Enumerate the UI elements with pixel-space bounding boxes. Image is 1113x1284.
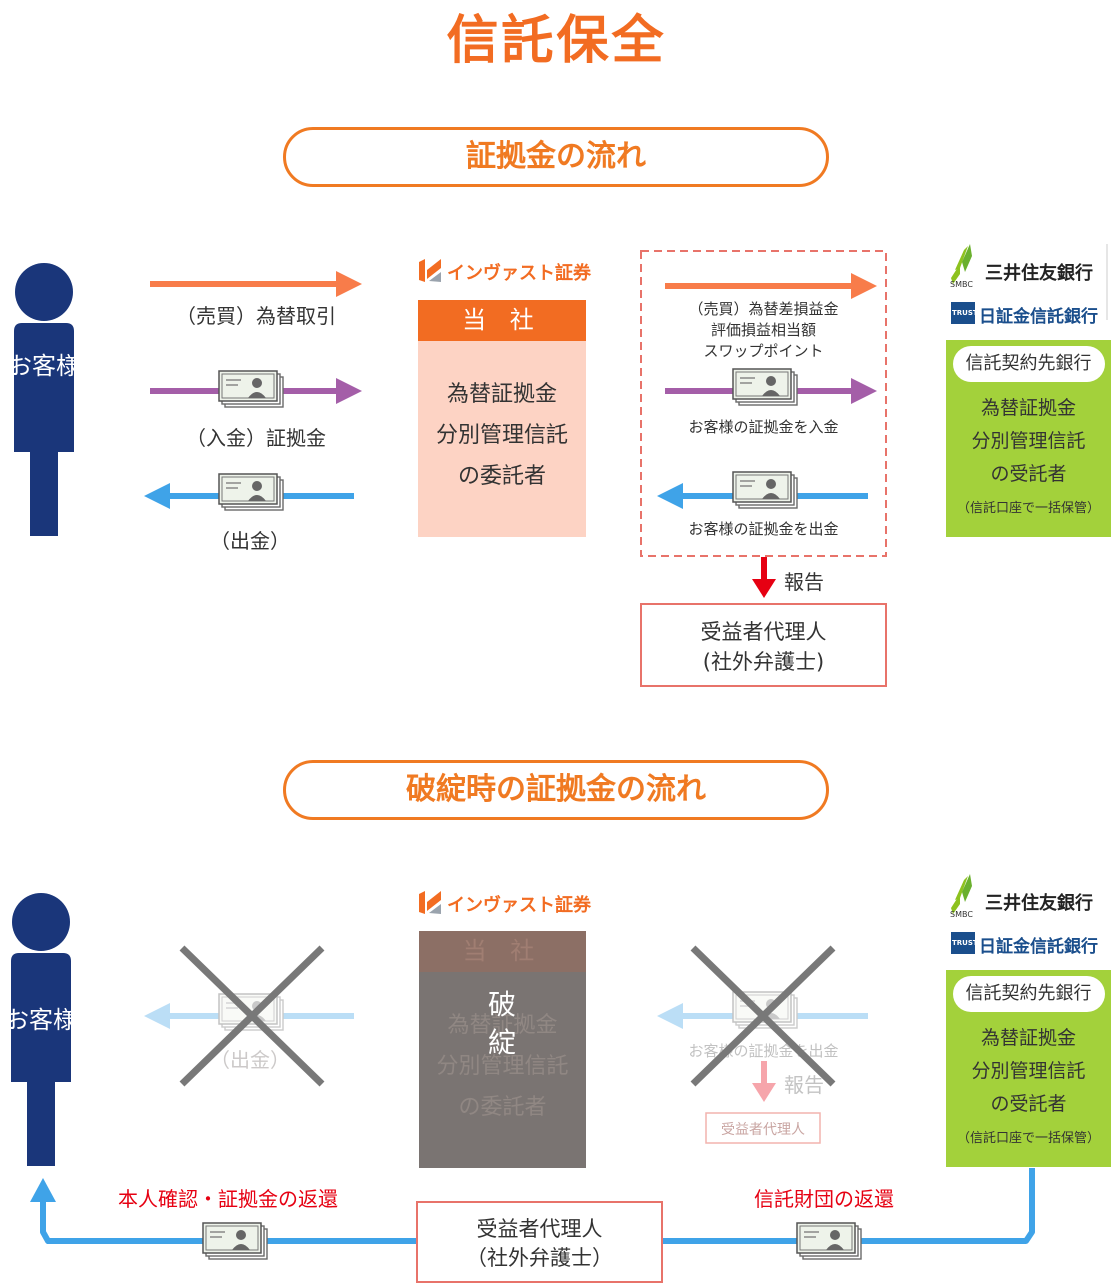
deposit-label: （入金）証拠金 [186,426,326,450]
invast-brand: インヴァスト証券 [447,263,591,284]
report-label-faded: 報告 [784,1073,824,1097]
smbc-logo-icon [951,244,972,284]
deposit-trust-label: お客様の証拠金を入金 [688,418,839,436]
withdraw-label-cancelled: （出金） [210,1048,290,1072]
beneficiary-box-faded [705,1112,821,1144]
bank-line: 分別管理信託 [971,1060,1086,1082]
beneficiary-line: 受益者代理人 [476,1217,603,1241]
bank-line: の受託者 [990,463,1067,485]
withdraw-trust-arrow-cancelled [657,991,868,1029]
smbc-tag: SMBC [950,280,973,289]
smbc-logo-icon [951,874,972,914]
failure-mark: 破 綻 [487,986,517,1062]
banknote-icon [796,1222,862,1260]
customer-label: お客様 [8,352,80,380]
failed-company-header-bg [419,931,586,972]
beneficiary-line: 受益者代理人 [700,620,827,644]
bank-line: 分別管理信託 [971,430,1086,452]
cross-mark-icon [179,945,325,1087]
beneficiary-line: （社外弁護士） [466,1246,613,1270]
failed-company-header: 当 社 [462,937,543,965]
invast-logo-icon [419,259,441,282]
invast-logo-icon [419,891,441,914]
banknote-icon [202,1222,268,1260]
bank-pill: 信託契約先銀行 [952,976,1105,1012]
company-line: 分別管理信託 [435,423,568,448]
smbc-name: 三井住友銀行 [985,263,1093,284]
person-icon [14,263,74,536]
banknote-icon [218,473,284,511]
trade-settle-arrow [665,273,877,299]
company-header: 当 社 [418,300,586,341]
failed-company-lines: 為替証拠金 分別管理信託 の委託者 [419,1005,586,1128]
beneficiary-label-faded: 受益者代理人 [721,1122,805,1138]
return-right-label: 信託財団の返還 [754,1187,894,1211]
failed-company-line: 為替証拠金 [447,1013,558,1038]
section-heading-bankruptcy: 破綻時の証拠金の流れ [283,760,829,820]
failure-char: 綻 [487,1026,516,1059]
bank-box: 信託契約先銀行 為替証拠金 分別管理信託 の受託者 （信託口座で一括保管） [946,970,1111,1167]
trade-label: （売買）為替取引 [176,304,336,328]
trade-settle-line: （売買）為替差損益金 [688,300,839,318]
bank-lines: 為替証拠金 分別管理信託 の受託者 [946,392,1111,491]
section-heading-normal: 証拠金の流れ [283,127,829,187]
smbc-name: 三井住友銀行 [985,893,1093,914]
banknote-icon [218,370,284,408]
return-left-label: 本人確認・証拠金の返還 [118,1187,338,1211]
failed-company-line: 分別管理信託 [436,1054,569,1079]
beneficiary-line: (社外弁護士) [702,650,825,674]
trust-logo-icon [951,932,975,954]
banknote-icon [732,471,798,509]
trust-logo-icon [951,302,975,324]
trust-bank-name: 日証金信託銀行 [979,307,1098,327]
bank-line: 為替証拠金 [980,1027,1076,1049]
trust-bank-name: 日証金信託銀行 [979,937,1098,957]
trade-settle-line: スワップポイント [703,342,824,360]
trade-settle-line: 評価損益相当額 [710,321,816,339]
failed-company-line: の委託者 [458,1095,547,1120]
company-line: 為替証拠金 [446,382,557,407]
beneficiary-box: 受益者代理人 (社外弁護士) [640,603,887,687]
invast-brand: インヴァスト証券 [447,895,591,916]
trade-settle-label: （売買）為替差損益金 評価損益相当額 スワップポイント [641,299,886,362]
report-arrow [752,557,776,598]
customer-label: お客様 [5,1006,77,1034]
cross-mark-icon [690,945,836,1087]
withdraw-arrow-cancelled [144,993,354,1031]
trust-tag: TRUST [952,939,978,947]
bank-note: （信託口座で一括保管） [956,501,1100,516]
banknote-icon [732,368,798,406]
trust-flow-box [640,250,887,557]
bank-line: 為替証拠金 [980,397,1076,419]
trust-tag: TRUST [952,309,978,317]
smbc-tag: SMBC [950,910,973,919]
company-line: の委託者 [457,464,546,489]
bank-line: の受託者 [990,1093,1067,1115]
withdraw-trust-label: お客様の証拠金を出金 [688,520,839,538]
report-label: 報告 [784,570,824,594]
trade-arrow [150,271,362,297]
bank-box: 信託契約先銀行 為替証拠金 分別管理信託 の受託者 （信託口座で一括保管） [946,340,1111,537]
company-box: 為替証拠金 分別管理信託 の委託者 [418,341,586,537]
report-arrow-faded [752,1061,776,1102]
failure-char: 破 [487,988,516,1021]
withdraw-label: （出金） [210,529,290,553]
bank-note: （信託口座で一括保管） [956,1131,1100,1146]
bank-lines: 為替証拠金 分別管理信託 の受託者 [946,1022,1111,1121]
page-title: 信託保全 [446,11,667,71]
bank-pill: 信託契約先銀行 [952,346,1105,382]
beneficiary-box: 受益者代理人 （社外弁護士） [416,1201,663,1283]
